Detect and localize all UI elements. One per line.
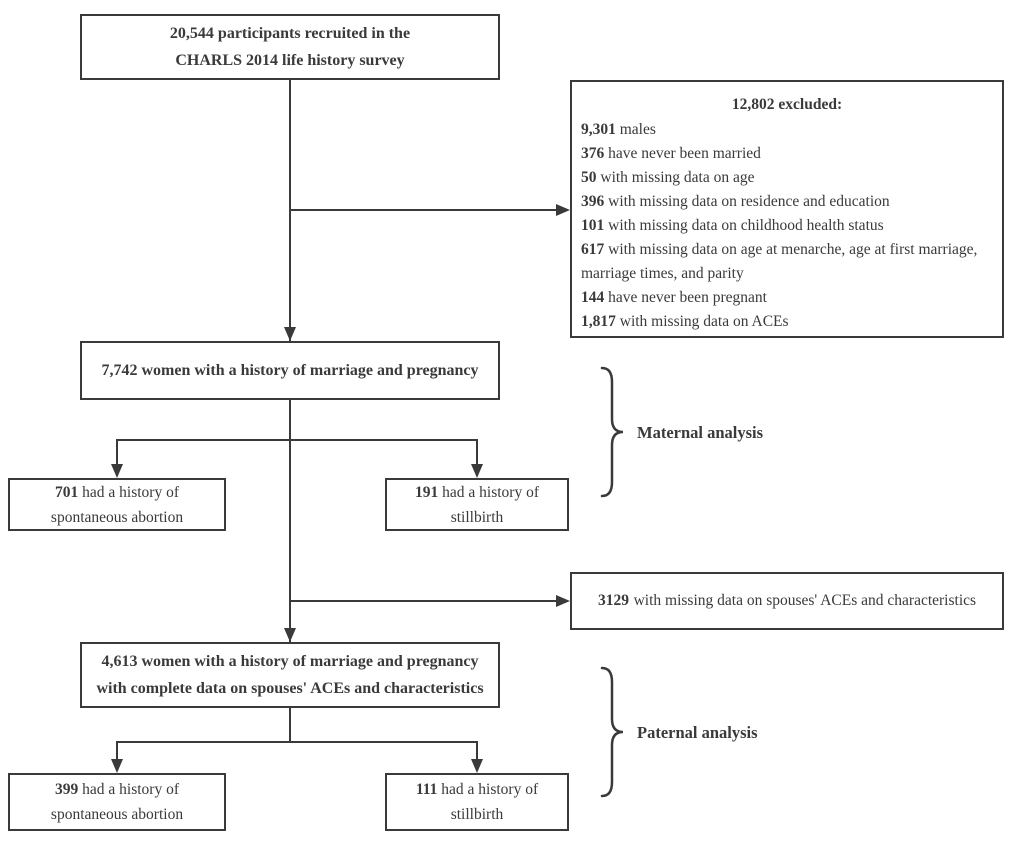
maternal-cohort-box: 7,742 women with a history of marriage a… (80, 341, 500, 400)
excluded-header: 12,802 excluded: (731, 96, 843, 113)
connector-drop-701 (116, 440, 118, 466)
arrowhead-399 (111, 759, 123, 773)
maternal-analysis-label: Maternal analysis (637, 423, 764, 442)
paternal-stillbirth-line2: stillbirth (450, 806, 504, 823)
recruited-box: 20,544 participants recruited in the CHA… (80, 14, 500, 80)
arrowhead-701 (111, 464, 123, 478)
connector-bottom-vertical (289, 708, 291, 742)
connector-drop-191 (476, 440, 478, 466)
paternal-abortion-line2: spontaneous abortion (50, 806, 184, 823)
connector-maternal-split (116, 439, 478, 441)
paternal-analysis-label: Paternal analysis (637, 723, 758, 742)
connector-paternal-split (116, 741, 478, 743)
maternal-brace (600, 366, 624, 498)
connector-excluded-horizontal (290, 209, 557, 211)
connector-drop-399 (116, 742, 118, 761)
connector-spouse-excluded-horizontal (290, 600, 557, 602)
arrowhead-191 (471, 464, 483, 478)
arrowhead-111 (471, 759, 483, 773)
arrowhead-paternal-cohort (284, 628, 296, 642)
maternal-cohort-text: 7,742 women with a history of marriage a… (101, 362, 479, 379)
paternal-brace (600, 666, 624, 798)
maternal-abortion-line2: spontaneous abortion (50, 508, 184, 526)
arrowhead-spouse-excluded (556, 595, 570, 607)
connector-drop-111 (476, 742, 478, 761)
connector-mid-vertical (289, 400, 291, 642)
maternal-stillbirth-line2: stillbirth (450, 508, 504, 526)
arrowhead-maternal-cohort (284, 327, 296, 341)
arrowhead-excluded (556, 204, 570, 216)
paternal-cohort-line2: with complete data on spouses' ACEs and … (96, 680, 484, 697)
paternal-cohort-line1: 4,613 women with a history of marriage a… (101, 653, 479, 670)
paternal-cohort-box: 4,613 women with a history of marriage a… (80, 642, 500, 708)
recruited-line1: 20,544 participants recruited in the (169, 25, 411, 42)
recruited-line2: CHARLS 2014 life history survey (175, 52, 405, 69)
